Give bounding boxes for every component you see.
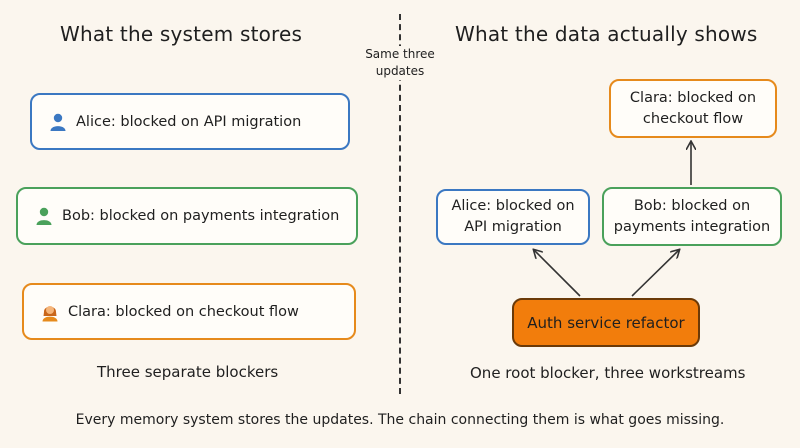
divider-note: Same three updates: [350, 46, 450, 80]
clara-node: Clara: blocked on checkout flow: [609, 79, 777, 138]
root-blocker-node: Auth service refactor: [512, 298, 700, 347]
alice-node-label: Alice: blocked on API migration: [451, 198, 575, 235]
bob-blocker-label: Bob: blocked on payments integration: [62, 208, 340, 224]
person-icon: [42, 305, 58, 321]
clara-blocker-box: Clara: blocked on checkout flow: [22, 283, 356, 340]
right-panel-title: What the data actually shows: [455, 22, 758, 46]
alice-node: Alice: blocked on API migration: [436, 189, 590, 245]
left-panel-caption: Three separate blockers: [97, 363, 279, 381]
person-icon: [50, 113, 66, 131]
right-panel-caption: One root blocker, three workstreams: [470, 364, 746, 382]
arrow-root-to-alice: [534, 250, 581, 297]
left-panel-title: What the system stores: [60, 22, 303, 46]
bob-node: Bob: blocked on payments integration: [602, 187, 782, 246]
arrow-root-to-bob: [631, 250, 679, 297]
alice-blocker-label: Alice: blocked on API migration: [76, 113, 302, 130]
clara-blocker-label: Clara: blocked on checkout flow: [68, 303, 299, 320]
root-blocker-label: Auth service refactor: [527, 313, 685, 332]
bob-blocker-box: Bob: blocked on payments integration: [16, 187, 358, 245]
footer-note: Every memory system stores the updates. …: [75, 412, 725, 428]
person-icon: [36, 207, 52, 225]
clara-node-label: Clara: blocked on checkout flow: [629, 89, 757, 127]
bob-node-label: Bob: blocked on payments integration: [613, 197, 771, 235]
dashed-divider: [399, 14, 401, 394]
alice-blocker-box: Alice: blocked on API migration: [30, 93, 350, 150]
